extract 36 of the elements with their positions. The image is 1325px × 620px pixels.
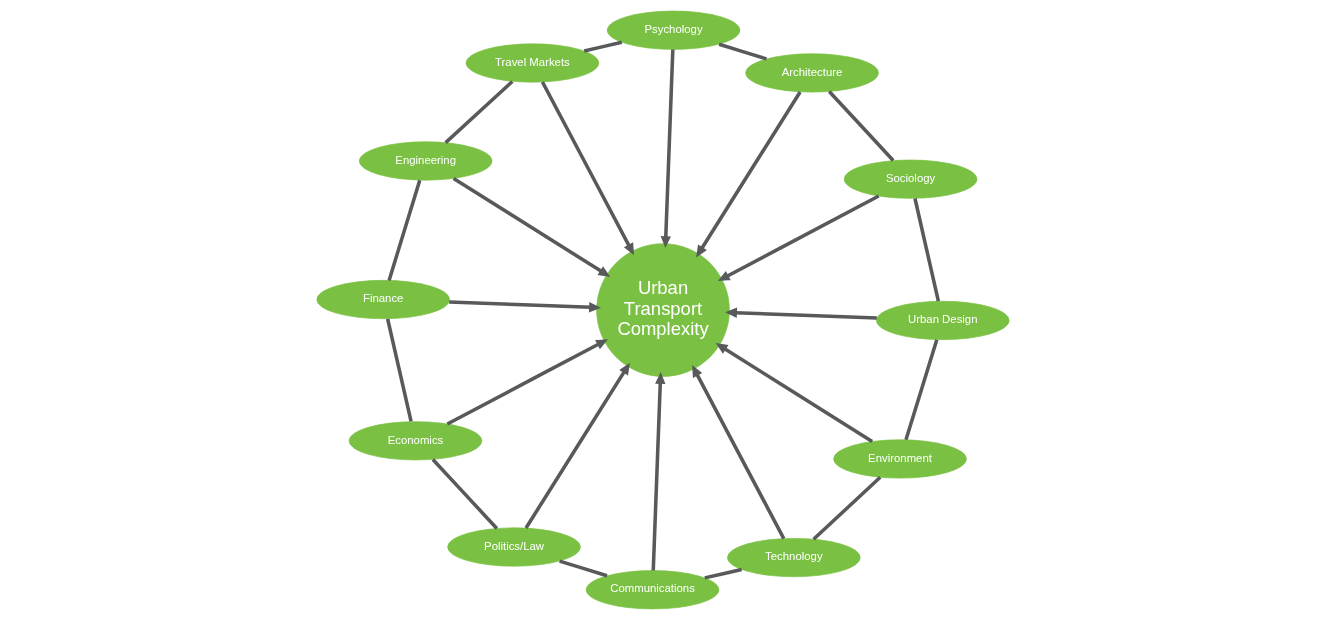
arrow <box>660 49 675 249</box>
connector <box>431 458 498 530</box>
arrow <box>540 81 634 256</box>
connector <box>718 42 767 61</box>
node-ellipse: Technology <box>726 538 861 578</box>
connector <box>558 559 607 578</box>
arrow <box>715 343 873 443</box>
connector <box>827 90 894 162</box>
node-ellipse: Sociology <box>843 159 977 199</box>
node-ellipse: Finance <box>316 280 450 320</box>
arrow <box>448 300 601 313</box>
arrow <box>524 362 630 529</box>
connector <box>912 198 940 302</box>
connector <box>385 318 413 422</box>
arrow <box>651 372 665 571</box>
arrow <box>695 91 802 258</box>
connector <box>386 179 421 281</box>
connector <box>583 40 622 53</box>
node-ellipse: Engineering <box>358 141 492 181</box>
node-ellipse: Psychology <box>606 10 740 50</box>
node-ellipse: Urban Design <box>875 300 1009 340</box>
node-ellipse: Environment <box>832 439 967 479</box>
node-ellipse: Travel Markets <box>465 43 599 83</box>
node-ellipse: Architecture <box>744 53 879 93</box>
connector <box>443 80 514 144</box>
connector <box>703 567 742 580</box>
node-ellipse: Communications <box>585 570 719 610</box>
arrow <box>724 307 877 320</box>
arrow <box>446 339 608 426</box>
node-ellipse: Politics/Law <box>446 527 581 567</box>
node-ellipse: Economics <box>348 421 482 461</box>
arrow <box>452 177 610 277</box>
arrow <box>691 364 785 540</box>
arrow <box>717 194 880 282</box>
connector <box>903 339 938 441</box>
connector <box>811 476 881 541</box>
